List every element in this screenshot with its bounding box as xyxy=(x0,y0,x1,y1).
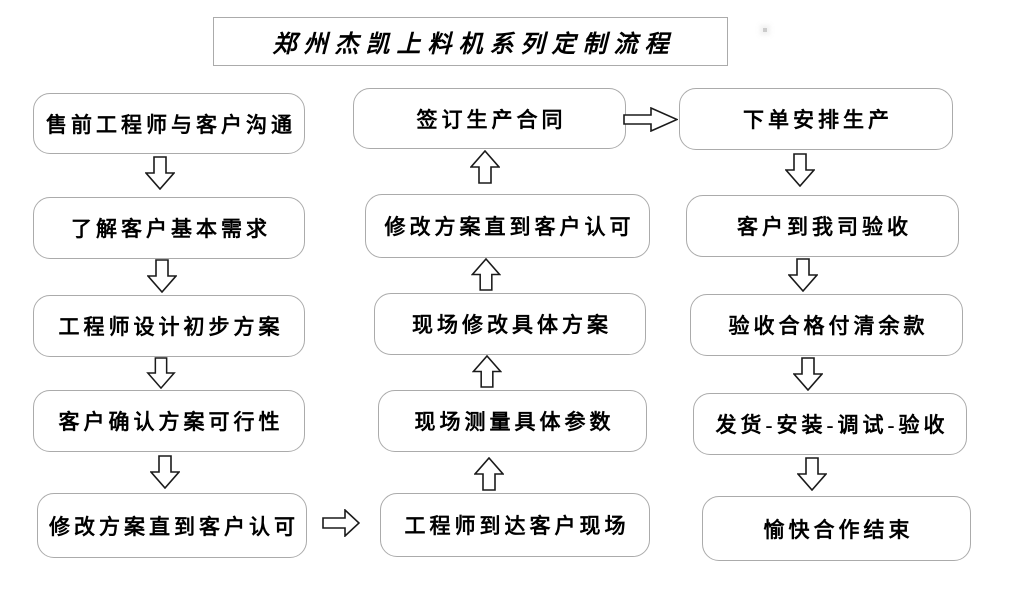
node-middle-1-label: 签订生产合同 xyxy=(416,107,567,132)
arrow-right-icon xyxy=(322,509,360,537)
flowchart-title: 郑州杰凯上料机系列定制流程 xyxy=(272,32,676,58)
node-middle-3-label: 现场修改具体方案 xyxy=(412,313,612,337)
arrow-down-icon xyxy=(146,357,176,389)
node-middle-4: 现场测量具体参数 xyxy=(378,390,647,452)
node-middle-5-label: 工程师到达客户现场 xyxy=(404,514,630,538)
node-right-4: 发货-安装-调试-验收 xyxy=(693,393,967,455)
arrow-down-icon xyxy=(145,156,175,190)
flowchart-title-box: 郑州杰凯上料机系列定制流程 xyxy=(213,17,728,66)
arrow-up-icon xyxy=(471,258,501,291)
node-left-1: 售前工程师与客户沟通 xyxy=(33,93,305,154)
node-middle-4-label: 现场测量具体参数 xyxy=(414,410,615,434)
node-middle-1: 签订生产合同 xyxy=(353,88,626,149)
node-middle-2: 修改方案直到客户认可 xyxy=(365,194,650,258)
node-left-5-label: 修改方案直到客户认可 xyxy=(49,514,299,539)
node-left-2: 了解客户基本需求 xyxy=(33,197,305,259)
node-right-1: 下单安排生产 xyxy=(679,88,953,150)
stray-dot xyxy=(763,28,767,32)
node-right-1-label: 下单安排生产 xyxy=(743,108,893,132)
arrow-down-icon xyxy=(797,457,827,491)
node-right-3: 验收合格付清余款 xyxy=(690,294,963,356)
arrow-down-icon xyxy=(147,259,177,293)
arrow-down-icon xyxy=(150,455,180,489)
node-left-3: 工程师设计初步方案 xyxy=(33,295,305,357)
node-left-1-label: 售前工程师与客户沟通 xyxy=(46,112,296,137)
node-left-4-label: 客户确认方案可行性 xyxy=(58,410,284,434)
arrow-down-icon xyxy=(793,357,823,391)
arrow-right-icon xyxy=(623,107,678,132)
arrow-up-icon xyxy=(470,150,500,184)
node-middle-2-label: 修改方案直到客户认可 xyxy=(384,215,635,239)
node-right-2-label: 客户到我司验收 xyxy=(737,215,912,239)
node-middle-5: 工程师到达客户现场 xyxy=(380,493,650,557)
node-left-3-label: 工程师设计初步方案 xyxy=(58,315,284,339)
node-right-2: 客户到我司验收 xyxy=(686,195,959,257)
node-left-5: 修改方案直到客户认可 xyxy=(37,493,307,558)
node-right-5: 愉快合作结束 xyxy=(702,496,971,561)
node-middle-3: 现场修改具体方案 xyxy=(374,293,646,355)
node-left-2-label: 了解客户基本需求 xyxy=(71,217,271,241)
node-left-4: 客户确认方案可行性 xyxy=(33,390,305,452)
node-right-5-label: 愉快合作结束 xyxy=(763,517,914,542)
arrow-down-icon xyxy=(785,153,815,187)
arrow-up-icon xyxy=(474,457,504,491)
node-right-4-label: 发货-安装-调试-验收 xyxy=(715,413,949,437)
arrow-down-icon xyxy=(788,258,818,292)
node-right-3-label: 验收合格付清余款 xyxy=(728,314,929,338)
arrow-up-icon xyxy=(472,355,502,388)
